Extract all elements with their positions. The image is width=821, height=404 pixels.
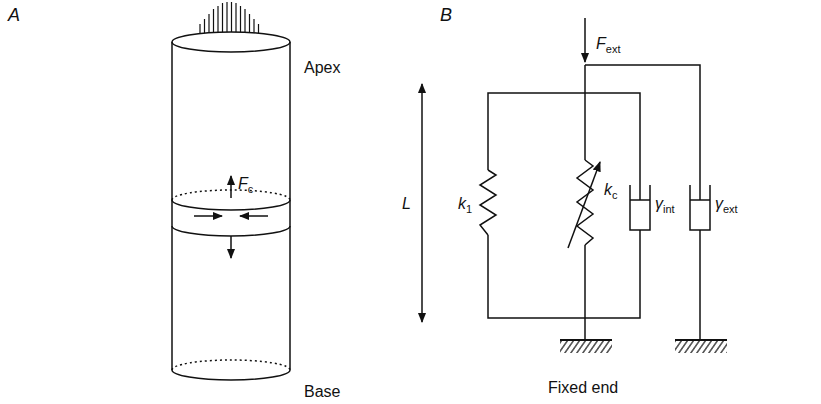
- length-label: L: [402, 196, 411, 212]
- mechanical-circuit: [422, 18, 727, 353]
- force-label: Fext: [596, 36, 620, 52]
- hair-cell-cylinder: [172, 2, 290, 380]
- panel-letter: B: [440, 6, 452, 24]
- force-label: Fc: [238, 176, 253, 192]
- panel-letter: A: [8, 6, 20, 24]
- damper-label: γext: [715, 196, 738, 212]
- damper-label: γint: [655, 196, 675, 212]
- ground-label: Fixed end: [548, 380, 618, 396]
- region-label: Apex: [304, 60, 340, 76]
- region-label: Base: [304, 384, 340, 400]
- spring-label: kc: [604, 182, 618, 198]
- spring-label: k1: [458, 196, 472, 212]
